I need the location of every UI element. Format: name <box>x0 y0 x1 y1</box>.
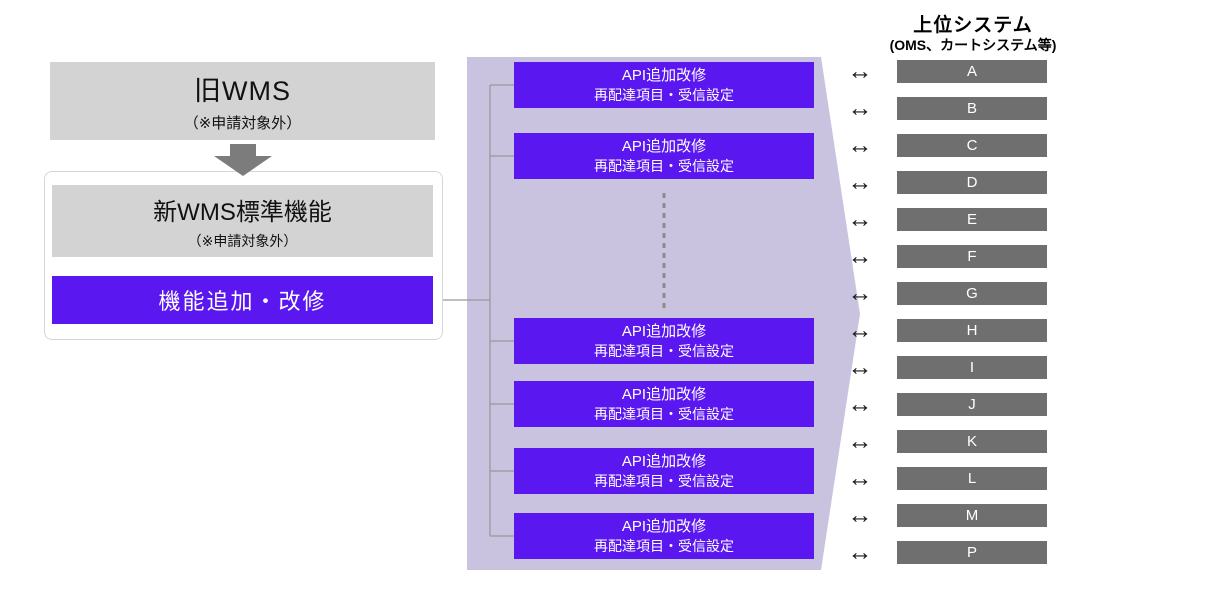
new-wms-box: 新WMS標準機能 （※申請対象外） <box>52 185 433 257</box>
api-box: API追加改修 再配達項目・受信設定 <box>514 448 814 494</box>
api-box-subtitle: 再配達項目・受信設定 <box>594 158 734 174</box>
old-wms-box: 旧WMS （※申請対象外） <box>50 62 435 140</box>
down-arrow-head <box>214 156 272 176</box>
system-bar: K <box>897 430 1047 453</box>
bidirectional-arrow-icon: ↔ <box>847 353 873 381</box>
system-bar: H <box>897 319 1047 342</box>
system-label: F <box>967 248 977 265</box>
api-box-subtitle: 再配達項目・受信設定 <box>594 406 734 422</box>
api-box-subtitle: 再配達項目・受信設定 <box>594 473 734 489</box>
system-bar: E <box>897 208 1047 231</box>
api-box-title: API追加改修 <box>621 138 707 155</box>
system-label: G <box>966 285 978 302</box>
down-arrow-icon <box>214 144 272 176</box>
system-bar: J <box>897 393 1047 416</box>
bidirectional-arrow-icon: ↔ <box>847 538 873 566</box>
system-bar: G <box>897 282 1047 305</box>
bidirectional-arrow-icon: ↔ <box>847 427 873 455</box>
funnel-shape <box>467 57 860 570</box>
api-box-title: API追加改修 <box>621 323 707 340</box>
new-wms-title: 新WMS標準機能 <box>153 198 332 226</box>
api-box: API追加改修 再配達項目・受信設定 <box>514 62 814 108</box>
api-box: API追加改修 再配達項目・受信設定 <box>514 381 814 427</box>
system-bar: P <box>897 541 1047 564</box>
system-bar: A <box>897 60 1047 83</box>
api-box: API追加改修 再配達項目・受信設定 <box>514 133 814 179</box>
system-label: B <box>966 100 977 117</box>
api-box: API追加改修 再配達項目・受信設定 <box>514 513 814 559</box>
system-label: L <box>967 470 977 487</box>
api-box-subtitle: 再配達項目・受信設定 <box>594 538 734 554</box>
bidirectional-arrow-icon: ↔ <box>847 94 873 122</box>
api-box-title: API追加改修 <box>621 386 707 403</box>
down-arrow-stem <box>230 144 256 156</box>
upper-systems-subtitle: (OMS、カートシステム等) <box>889 37 1057 53</box>
bidirectional-arrow-icon: ↔ <box>847 316 873 344</box>
system-label: A <box>966 63 977 80</box>
api-box-title: API追加改修 <box>621 67 707 84</box>
new-wms-subtitle: （※申請対象外） <box>187 232 298 249</box>
system-label: C <box>966 137 978 154</box>
system-label: H <box>966 322 978 339</box>
connector-stub-lines <box>490 84 514 537</box>
old-wms-subtitle: （※申請対象外） <box>183 115 302 132</box>
upper-systems-title: 上位システム <box>913 15 1033 36</box>
system-label: K <box>966 433 977 450</box>
api-box-subtitle: 再配達項目・受信設定 <box>594 87 734 103</box>
system-bar: F <box>897 245 1047 268</box>
system-label: M <box>965 507 979 524</box>
bidirectional-arrow-icon: ↔ <box>847 57 873 85</box>
api-box-title: API追加改修 <box>621 518 707 535</box>
system-label: J <box>968 396 976 413</box>
system-bar: B <box>897 97 1047 120</box>
system-bar: C <box>897 134 1047 157</box>
api-box-subtitle: 再配達項目・受信設定 <box>594 343 734 359</box>
system-label: D <box>966 174 978 191</box>
bidirectional-arrow-icon: ↔ <box>847 279 873 307</box>
bidirectional-arrow-icon: ↔ <box>847 242 873 270</box>
bidirectional-arrow-icon: ↔ <box>847 205 873 233</box>
bidirectional-arrow-icon: ↔ <box>847 464 873 492</box>
system-bar: M <box>897 504 1047 527</box>
bidirectional-arrow-icon: ↔ <box>847 131 873 159</box>
feature-addition-box: 機能追加・改修 <box>52 276 433 324</box>
system-bar: L <box>897 467 1047 490</box>
system-bar: I <box>897 356 1047 379</box>
api-box: API追加改修 再配達項目・受信設定 <box>514 318 814 364</box>
bidirectional-arrow-icon: ↔ <box>847 501 873 529</box>
feature-addition-label: 機能追加・改修 <box>158 289 327 314</box>
system-label: P <box>966 544 977 561</box>
system-bar: D <box>897 171 1047 194</box>
api-box-title: API追加改修 <box>621 453 707 470</box>
system-label: I <box>969 359 975 376</box>
bidirectional-arrow-icon: ↔ <box>847 390 873 418</box>
old-wms-title: 旧WMS <box>194 76 291 106</box>
system-label: E <box>966 211 977 228</box>
bidirectional-arrow-icon: ↔ <box>847 168 873 196</box>
